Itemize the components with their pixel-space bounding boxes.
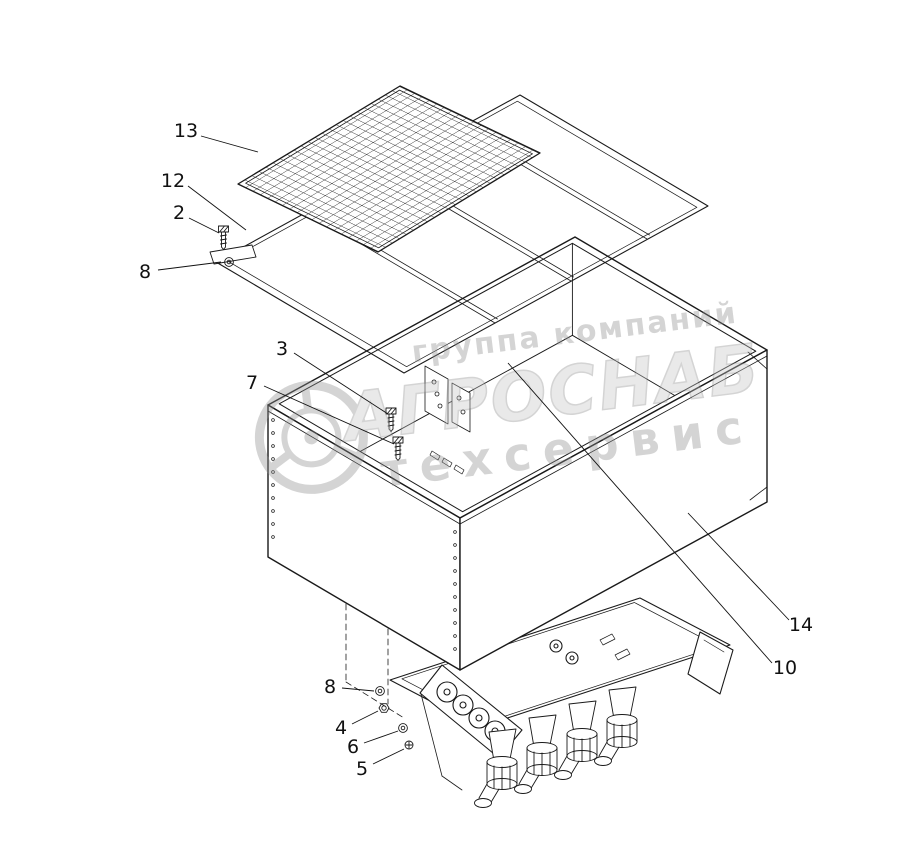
- box-interior: [279, 243, 756, 512]
- callout-8-top-label: 8: [139, 261, 151, 283]
- callout-3: 3: [276, 338, 389, 415]
- callout-5-label: 5: [356, 758, 368, 780]
- rim-lip: [459, 355, 768, 525]
- hopper-box: [267, 236, 768, 671]
- watermark-logo-icon: [254, 380, 368, 494]
- callouts: 13 12 2 8 3 7 14 10: [139, 120, 813, 780]
- rim-lip: [267, 410, 461, 525]
- callout-12-label: 12: [161, 170, 185, 192]
- frame-bracket: [209, 244, 257, 265]
- panel-bevel: [747, 351, 768, 370]
- edge-holes: [271, 418, 457, 651]
- callout-12: 12: [161, 170, 247, 231]
- box-inner-rim: [278, 242, 757, 513]
- callout-3-label: 3: [276, 338, 288, 360]
- bolt-5: [404, 740, 414, 750]
- callout-8-top: 8: [139, 261, 222, 283]
- callout-14: 14: [687, 512, 813, 636]
- callout-4-label: 4: [335, 717, 347, 739]
- panel-bevel: [749, 486, 768, 501]
- inner-plate: [424, 365, 471, 433]
- flange-port: [549, 639, 579, 665]
- metering-assembly: [375, 597, 734, 809]
- callout-8-bottom: 8: [324, 676, 375, 698]
- support-line: [420, 693, 443, 777]
- callout-4: 4: [335, 710, 379, 739]
- callout-2: 2: [173, 202, 220, 234]
- callout-5: 5: [356, 748, 405, 780]
- callout-10: 10: [507, 362, 797, 679]
- callout-7: 7: [246, 372, 395, 445]
- flange-slot: [599, 633, 616, 646]
- right-bracket: [687, 631, 734, 695]
- callout-2-label: 2: [173, 202, 185, 224]
- mesh-inner-border: [245, 89, 533, 249]
- flange-slot: [614, 648, 631, 661]
- callout-13: 13: [174, 120, 259, 153]
- callout-6: 6: [347, 730, 399, 758]
- support-line: [441, 775, 463, 791]
- callout-6-label: 6: [347, 736, 359, 758]
- rim-slots: [429, 450, 465, 475]
- box-right-panel: [459, 349, 768, 671]
- callout-8-bottom-label: 8: [324, 676, 336, 698]
- hidden-lines: [345, 603, 405, 719]
- mesh-grid: [237, 85, 541, 253]
- mesh-screen: [237, 85, 541, 253]
- callout-7-label: 7: [246, 372, 258, 394]
- callout-14-label: 14: [789, 614, 813, 636]
- callout-13-label: 13: [174, 120, 198, 142]
- callout-10-label: 10: [773, 657, 797, 679]
